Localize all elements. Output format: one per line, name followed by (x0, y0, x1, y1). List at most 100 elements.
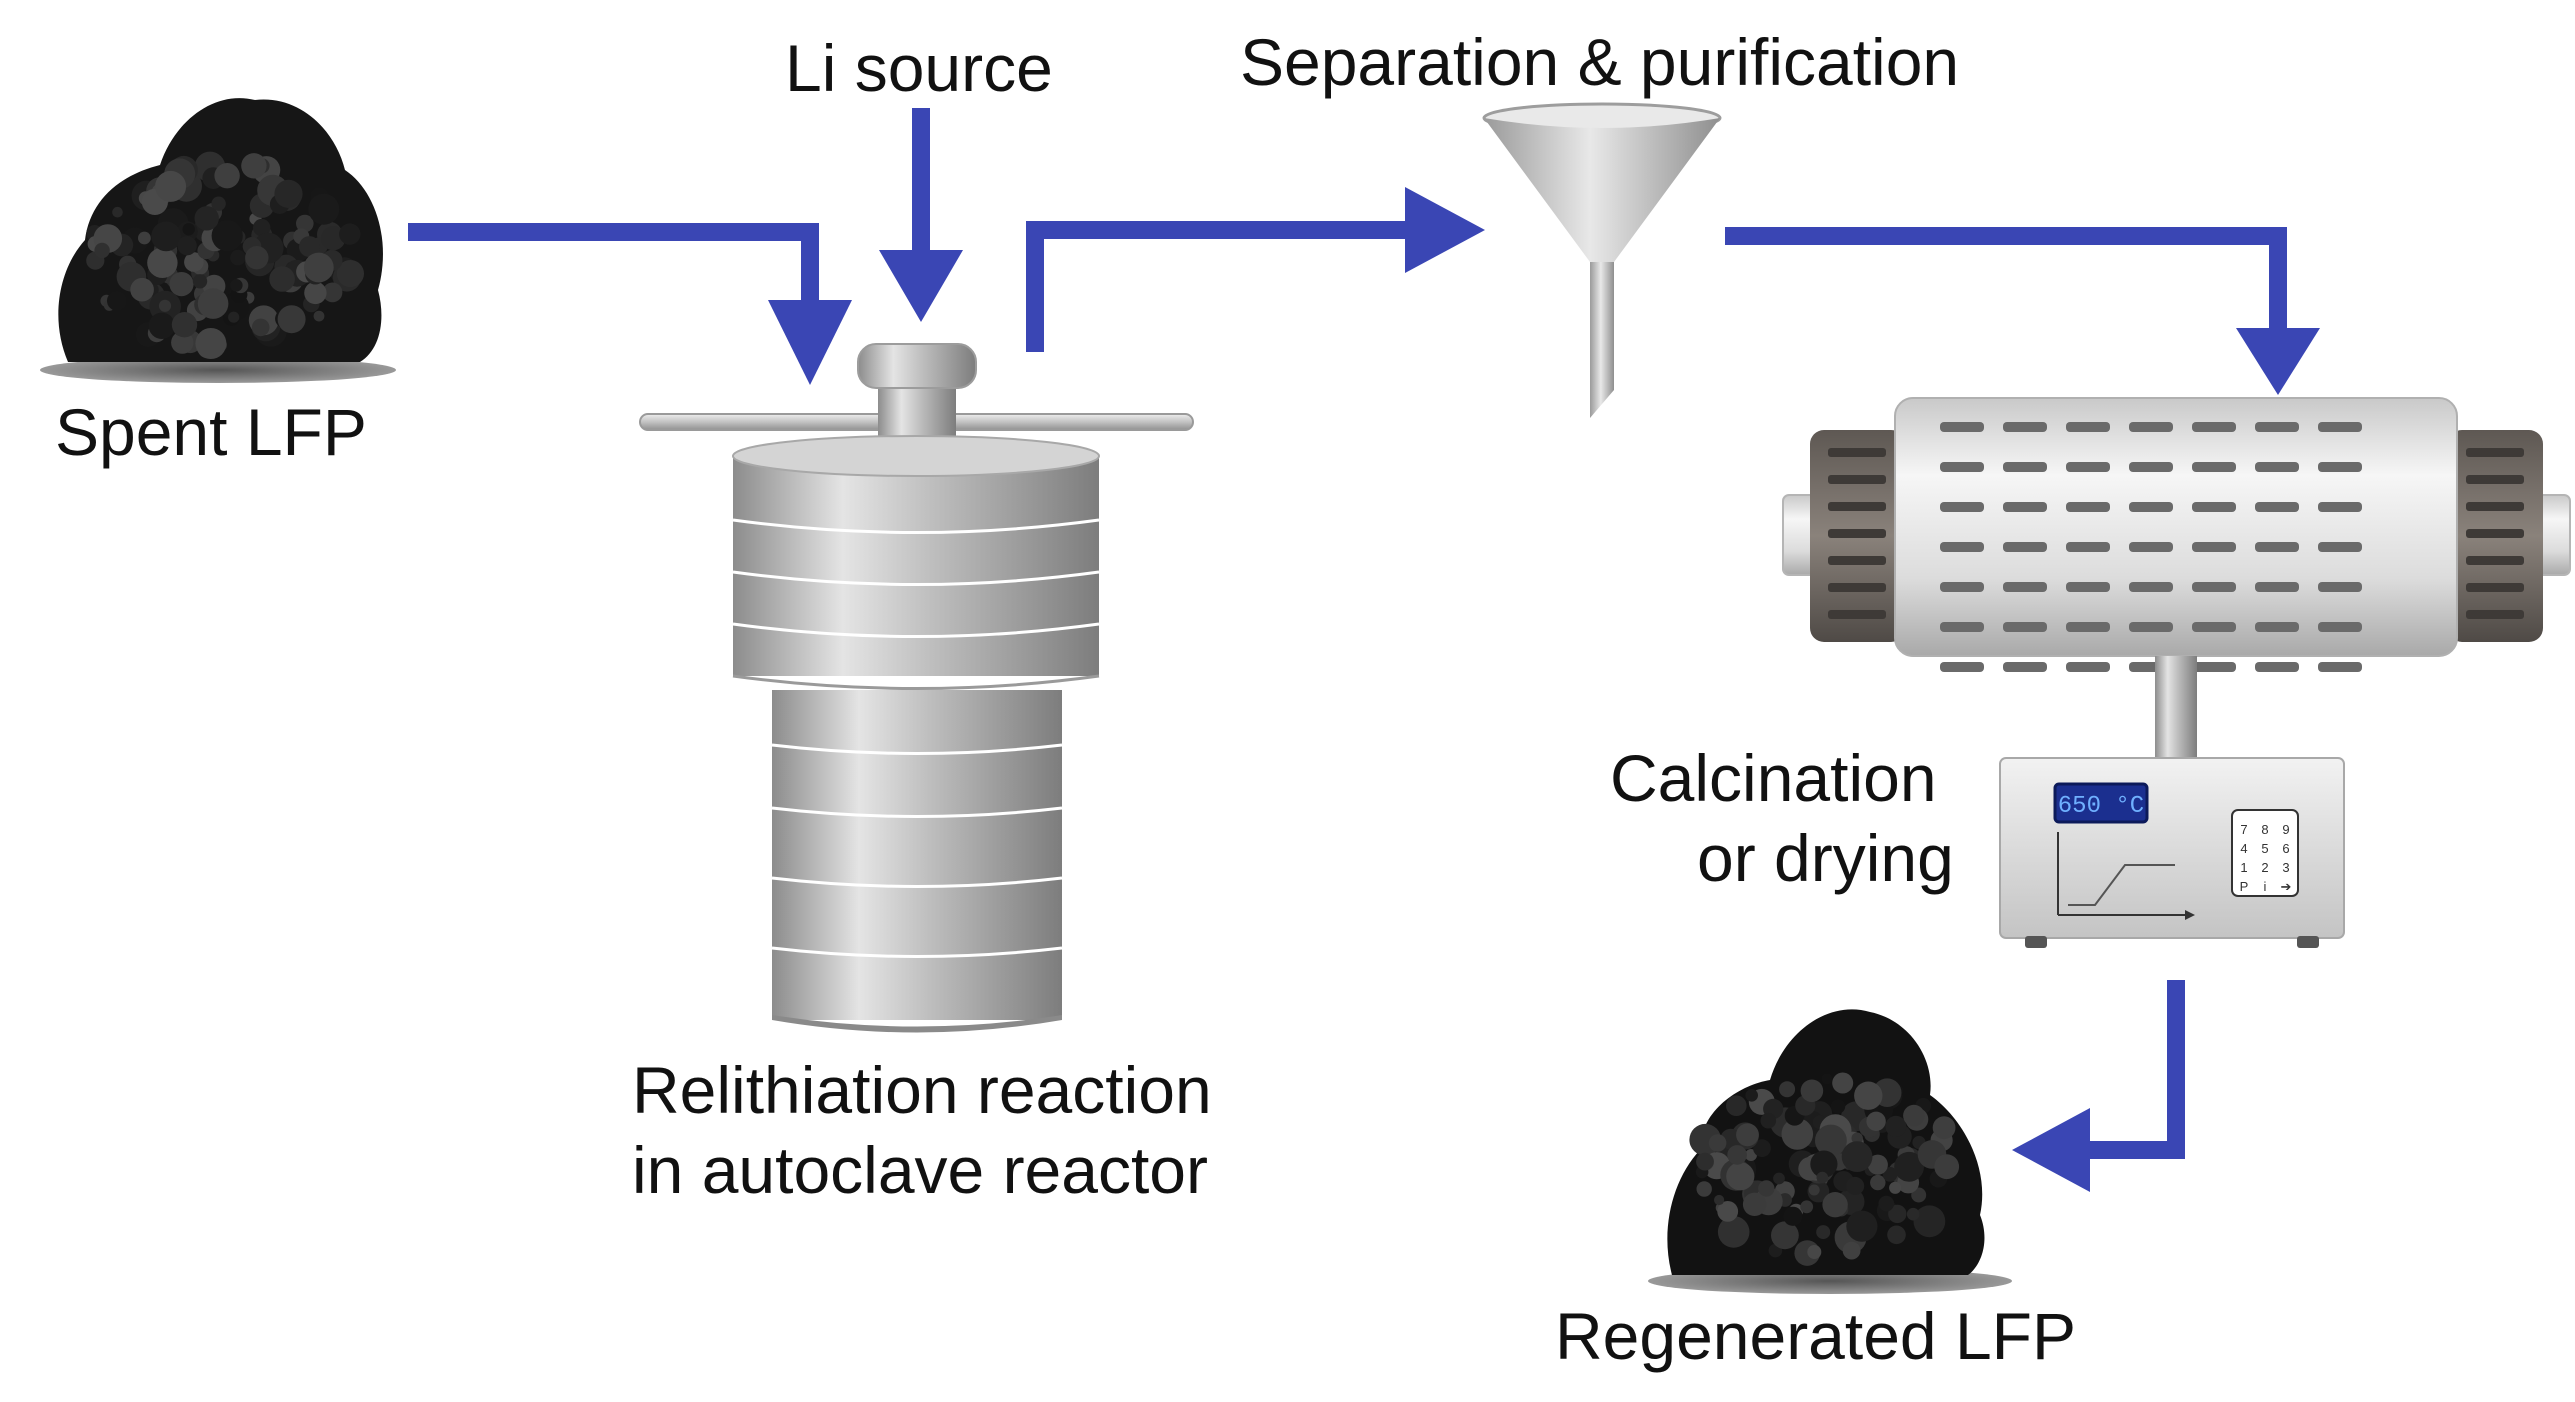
reactor-upper-body (733, 456, 1099, 676)
powder-granule (322, 282, 343, 303)
powder-granule (1851, 1132, 1863, 1144)
powder-granule (211, 196, 226, 211)
keypad-key: P (2240, 879, 2249, 894)
furnace-vent-slot (2003, 422, 2047, 432)
keypad-key: ➔ (2281, 879, 2292, 894)
furnace-vent-slot (1940, 662, 1984, 672)
separation-label: Separation & purification (1240, 25, 1960, 99)
reactor-top-face (732, 435, 1100, 477)
powder-granule (1783, 1206, 1803, 1226)
powder-granule (1726, 1162, 1755, 1191)
furnace-cap-vent-slot (1828, 502, 1886, 511)
furnace-vent-slot (2066, 662, 2110, 672)
furnace-vent-slot (2129, 502, 2173, 512)
powder-granule (1830, 1099, 1846, 1114)
powder-granule (1714, 1194, 1725, 1206)
powder-granule (1832, 1072, 1854, 1094)
powder-granule (1810, 1150, 1838, 1178)
powder-granule (299, 236, 320, 258)
furnace-vent-slot (2255, 542, 2299, 552)
furnace-cap-vents (1828, 448, 2524, 619)
powder-granule (1913, 1205, 1946, 1238)
powder-granule (1911, 1187, 1927, 1203)
powder-granule (177, 236, 197, 256)
furnace-vent-slot (2066, 502, 2110, 512)
furnace-cap-vent-slot (2466, 502, 2524, 511)
furnace-cap-vent-slot (1828, 448, 1886, 457)
furnace-cap-vent-slot (1828, 529, 1886, 538)
powder-granule (1870, 1174, 1886, 1191)
furnace-vent-slot (2129, 462, 2173, 472)
spent-lfp-powder-icon (40, 98, 396, 383)
powder-granule (1696, 1152, 1714, 1171)
powder-granule (1781, 1118, 1814, 1150)
powder-granule (1878, 1195, 1895, 1212)
autoclave-reactor-icon (639, 343, 1194, 1033)
keypad-key: 5 (2261, 841, 2268, 856)
powder-granule (184, 252, 204, 272)
powder-granule (169, 272, 194, 297)
powder-granule (1894, 1151, 1924, 1182)
furnace-cap-vent-slot (1828, 583, 1886, 592)
spent-lfp-granules (86, 151, 364, 359)
powder-granule (130, 277, 154, 302)
powder-granule (1717, 1216, 1750, 1248)
powder-granule (147, 247, 178, 278)
powder-granule (214, 163, 240, 189)
furnace-vent-slot (2318, 542, 2362, 552)
powder-granule (192, 274, 208, 289)
furnace-vent-slot (2066, 542, 2110, 552)
furnace-vent-slot (1940, 582, 1984, 592)
relithiation-label-line1: Relithiation reaction (632, 1053, 1212, 1127)
powder-granule (304, 281, 327, 305)
powder-granule (1696, 1181, 1712, 1197)
furnace-vent-slot (1940, 542, 1984, 552)
furnace-cap-vent-slot (2466, 448, 2524, 457)
keypad-key: 7 (2240, 822, 2247, 837)
powder-granule (274, 179, 303, 208)
furnace-vent-slot (2003, 582, 2047, 592)
furnace-body-vents (1940, 422, 2362, 672)
regenerated-lfp-powder-icon (1648, 1009, 2012, 1294)
powder-granule (1934, 1154, 1960, 1180)
furnace-vent-slot (2318, 662, 2362, 672)
furnace-vent-slot (2066, 422, 2110, 432)
arrow-li-source-to-reactor (879, 108, 963, 322)
furnace-vent-slot (2192, 582, 2236, 592)
controller-foot-right (2297, 936, 2319, 948)
furnace-cap-vent-slot (2466, 475, 2524, 484)
furnace-vent-slot (2255, 622, 2299, 632)
tube-furnace-icon (1782, 397, 2571, 760)
powder-granule (313, 310, 325, 322)
powder-granule (112, 206, 123, 218)
powder-granule (336, 260, 364, 288)
furnace-vent-slot (2192, 502, 2236, 512)
spent-lfp-label: Spent LFP (55, 395, 367, 469)
powder-granule (195, 328, 227, 359)
powder-granule (1821, 1073, 1833, 1085)
furnace-vent-slot (2318, 462, 2362, 472)
powder-granule (1779, 1081, 1796, 1098)
powder-granule (253, 218, 271, 237)
furnace-vent-slot (2066, 622, 2110, 632)
keypad-key: 1 (2240, 860, 2247, 875)
powder-granule (251, 318, 270, 337)
furnace-vent-slot (2318, 582, 2362, 592)
powder-granule (230, 279, 243, 292)
funnel-icon (1482, 102, 1722, 418)
furnace-vent-slot (2318, 502, 2362, 512)
temperature-profile-icon (2057, 832, 2195, 920)
furnace-cap-vent-slot (2466, 610, 2524, 619)
powder-granule (1708, 1134, 1727, 1152)
powder-granule (269, 266, 295, 292)
furnace-vent-slot (2192, 622, 2236, 632)
furnace-vent-slot (2255, 582, 2299, 592)
calcination-label-line1: Calcination (1610, 741, 1937, 815)
furnace-cap-vent-slot (1828, 475, 1886, 484)
furnace-cap-vent-slot (1828, 556, 1886, 565)
furnace-vent-slot (2318, 622, 2362, 632)
li-source-label: Li source (785, 31, 1053, 105)
